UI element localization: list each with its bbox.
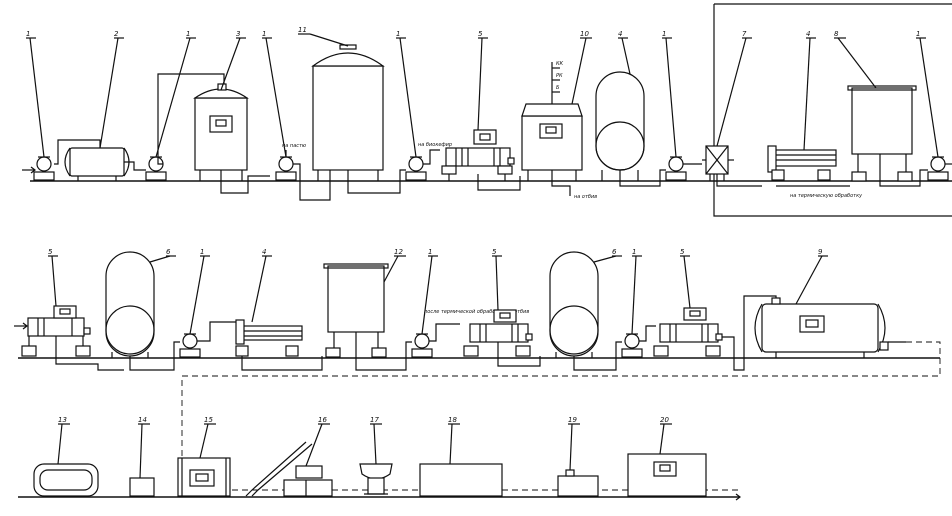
label-separator-5: 5: [478, 30, 483, 38]
label-tank-4: 4: [618, 30, 622, 38]
storage-tank-r2-2: [549, 251, 622, 371]
separator-5: [441, 129, 521, 191]
label-pump-6: 1: [916, 30, 920, 38]
note-kk: КК: [556, 61, 564, 67]
pump-1: [33, 156, 55, 181]
cooler-8: [847, 85, 928, 187]
pump-4: на биокефир: [405, 142, 452, 181]
heat-exchanger-row1: на термическую обработку: [767, 145, 863, 199]
pump-r2-1: [179, 321, 238, 358]
label-pump-r2-1: 1: [200, 248, 204, 256]
label-equipment-19: 19: [568, 416, 577, 424]
label-horizontal-tank-9: 9: [818, 248, 823, 256]
label-equipment-15: 15: [204, 416, 213, 424]
label-pump-5: 1: [662, 30, 666, 38]
label-equipment-20: 20: [660, 416, 669, 424]
horizontal-tank-2: [54, 139, 146, 181]
label-equipment-13: 13: [58, 416, 67, 424]
label-separator-r2-3: 5: [680, 248, 685, 256]
storage-tank-6: [105, 251, 180, 371]
row-1-labels: 1 2 1 3 1 11 1 5 10: [26, 26, 939, 158]
label-pump-2: 1: [186, 30, 190, 38]
label-heat-exchanger-r2: 4: [262, 248, 266, 256]
label-separator-r2-1: 5: [48, 248, 53, 256]
note-na-biokefir: на биокефир: [418, 142, 452, 148]
label-pump-3: 1: [262, 30, 266, 38]
label-separator-r2-2: 5: [492, 248, 497, 256]
vessel-10: КК РК Б на отбив: [521, 61, 597, 200]
row-3: 13 14 15 16 17 18 19 20: [18, 416, 741, 501]
label-equipment-18: 18: [448, 416, 457, 424]
note-na-pastu: на пастю: [282, 143, 306, 149]
pump-6: [927, 156, 952, 181]
heat-exchanger-r2: [235, 319, 323, 371]
equipment-20: [627, 453, 707, 497]
filter-7: [702, 145, 762, 187]
vertical-tank-11: [311, 44, 406, 194]
row-2-labels: 5 6 1 4 12 1 5 6 1: [48, 248, 828, 335]
label-filter-7: 7: [742, 30, 747, 38]
label-pump-1: 1: [26, 30, 30, 38]
note-na-otbiv: на отбив: [574, 194, 597, 200]
note-posle-termicheskoi: после термической обработки на отбив: [424, 309, 529, 315]
note-pk: РК: [556, 73, 563, 79]
separator-r2-3: [653, 295, 777, 371]
label-pump-4: 1: [396, 30, 400, 38]
label-heat-exchanger-row1: 4: [806, 30, 810, 38]
note-b: Б: [556, 85, 560, 91]
equipment-18: [419, 463, 503, 497]
row-3-labels: 13 14 15 16 17 18 19 20: [57, 416, 672, 479]
equipment-16-conveyor: [245, 441, 333, 497]
label-cooler-8: 8: [834, 30, 839, 38]
horizontal-tank-9: [754, 297, 906, 358]
label-equipment-17: 17: [370, 416, 379, 424]
label-tank-2: 2: [114, 30, 119, 38]
row-1: на пастю на биокефир: [22, 3, 952, 217]
storage-tank-4: [595, 71, 666, 187]
label-storage-r2-2: 6: [612, 248, 617, 256]
label-vessel-10: 10: [580, 30, 589, 38]
label-pump-r2-3: 1: [632, 248, 636, 256]
label-equipment-14: 14: [138, 416, 147, 424]
pump-r2-3: [621, 325, 656, 358]
equipment-19: [557, 469, 599, 497]
label-pump-r2-2: 1: [428, 248, 432, 256]
equipment-15: [177, 457, 231, 497]
label-storage-6: 6: [166, 248, 171, 256]
separator-r2-2: [463, 309, 541, 367]
pump-2: [145, 73, 225, 181]
label-vessel-3: 3: [236, 30, 240, 38]
equipment-17: [359, 463, 393, 495]
separator-r2-1: [21, 305, 124, 371]
vessel-3: [193, 83, 270, 194]
row-2: после термической обработки на отбив: [14, 248, 941, 490]
label-cooler-12: 12: [394, 248, 403, 256]
label-tank-11: 11: [298, 26, 307, 34]
label-equipment-16: 16: [318, 416, 327, 424]
pump-5: [665, 156, 702, 181]
equipment-14: [129, 477, 155, 497]
note-na-termicheskuyu: на термическую обработку: [790, 193, 863, 199]
equipment-13: [33, 463, 99, 497]
cooler-12: [323, 263, 412, 371]
